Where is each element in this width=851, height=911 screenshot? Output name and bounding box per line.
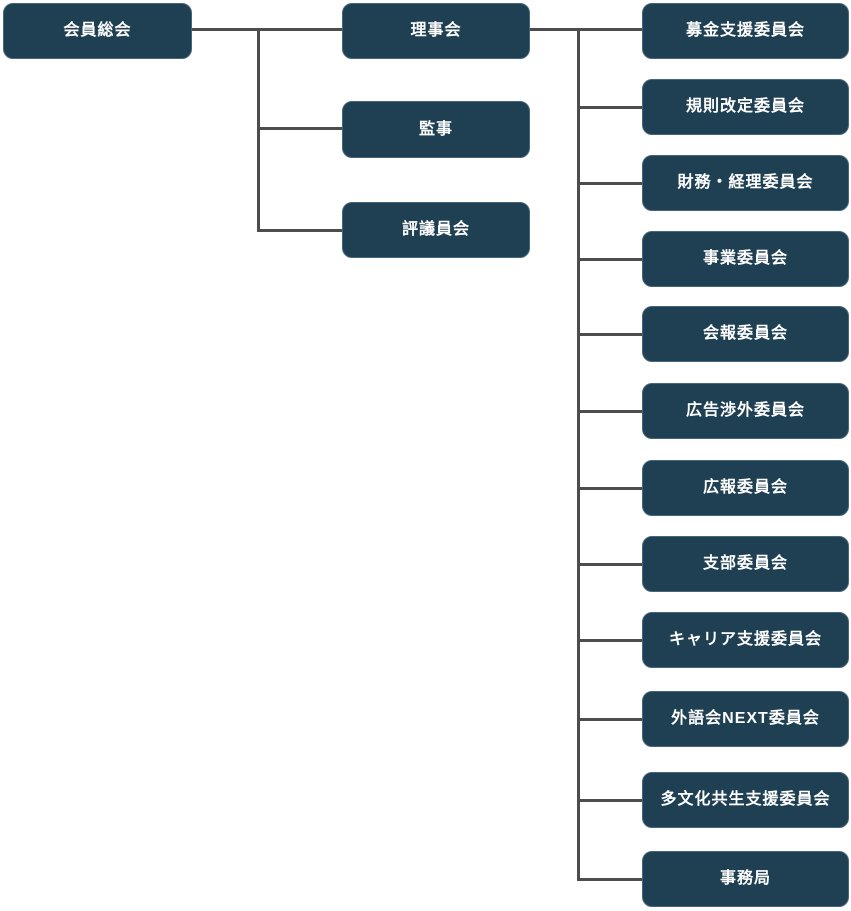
node-label: 理事会 xyxy=(410,22,462,40)
node-committee-public-relations: 広報委員会 xyxy=(642,460,849,516)
connector-root-to-board xyxy=(192,28,342,31)
connector-branch-committee-3 xyxy=(577,182,642,185)
node-committee-career-support: キャリア支援委員会 xyxy=(642,612,849,668)
node-label: 監事 xyxy=(418,120,453,138)
node-label: 外語会NEXT委員会 xyxy=(671,710,820,728)
connector-board-to-committee-1 xyxy=(530,28,642,31)
node-committee-rules-revision: 規則改定委員会 xyxy=(642,79,849,135)
node-committee-bulletin: 会報委員会 xyxy=(642,306,849,362)
node-committee-business: 事業委員会 xyxy=(642,231,849,287)
node-auditors: 監事 xyxy=(342,101,530,158)
connector-right-trunk xyxy=(577,28,580,881)
node-label: 会報委員会 xyxy=(702,325,788,343)
connector-branch-committee-6 xyxy=(577,410,642,413)
node-committee-finance-accounting: 財務・経理委員会 xyxy=(642,155,849,211)
node-label: 財務・経理委員会 xyxy=(677,174,814,192)
node-committee-advertising-liaison: 広告渉外委員会 xyxy=(642,383,849,439)
node-label: 広告渉外委員会 xyxy=(685,402,805,420)
connector-branch-committee-11 xyxy=(577,799,642,802)
connector-branch-committee-5 xyxy=(577,333,642,336)
node-label: 募金支援委員会 xyxy=(685,22,805,40)
node-general-meeting: 会員総会 xyxy=(3,3,192,59)
connector-branch-committee-8 xyxy=(577,563,642,566)
node-label: 事務局 xyxy=(719,870,771,888)
node-committee-fundraising-support: 募金支援委員会 xyxy=(642,3,849,59)
node-label: 多文化共生支援委員会 xyxy=(660,791,831,809)
connector-branch-committee-10 xyxy=(577,718,642,721)
connector-branch-committee-12 xyxy=(577,878,642,881)
node-label: 広報委員会 xyxy=(702,479,788,497)
node-label: 規則改定委員会 xyxy=(685,98,805,116)
node-label: キャリア支援委員会 xyxy=(668,631,822,649)
node-board-of-directors: 理事会 xyxy=(342,3,530,59)
node-secretariat: 事務局 xyxy=(642,851,849,907)
connector-branch-committee-4 xyxy=(577,258,642,261)
connector-branch-auditors xyxy=(257,127,342,130)
node-label: 評議員会 xyxy=(401,221,470,239)
node-label: 支部委員会 xyxy=(702,555,788,573)
connector-branch-committee-9 xyxy=(577,639,642,642)
connector-branch-committee-2 xyxy=(577,106,642,109)
node-label: 会員総会 xyxy=(63,22,132,40)
connector-left-trunk xyxy=(257,28,260,232)
connector-branch-committee-7 xyxy=(577,487,642,490)
node-council: 評議員会 xyxy=(342,202,530,258)
node-label: 事業委員会 xyxy=(702,250,788,268)
node-committee-gaigokai-next: 外語会NEXT委員会 xyxy=(642,691,849,747)
node-committee-multicultural-support: 多文化共生支援委員会 xyxy=(642,772,849,828)
node-committee-branch: 支部委員会 xyxy=(642,536,849,592)
connector-branch-council xyxy=(257,229,342,232)
